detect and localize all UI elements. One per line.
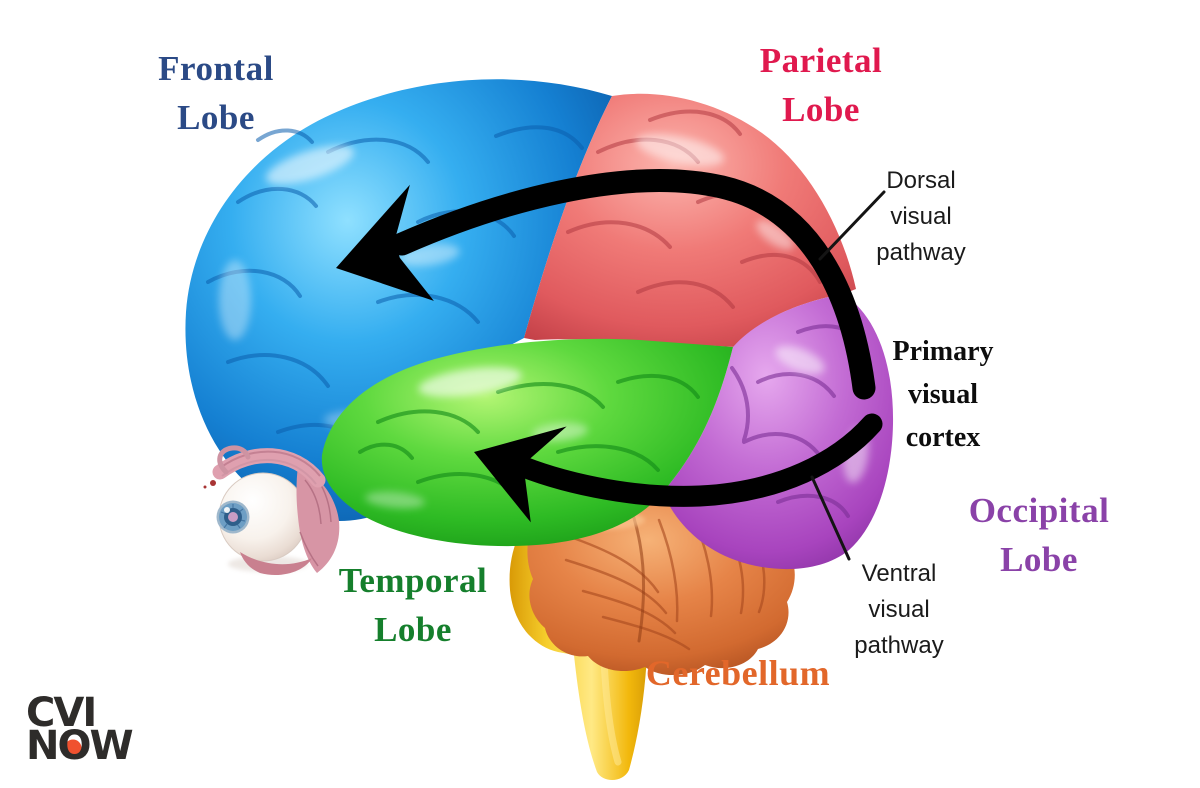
logo-letter-w: W	[89, 723, 134, 769]
occipital-lobe-label: Occipital Lobe	[929, 486, 1149, 584]
occipital-label-line1: Occipital	[968, 491, 1110, 530]
frontal-label-line2: Lobe	[177, 98, 255, 137]
dorsal-visual-pathway-label: Dorsal visual pathway	[836, 163, 1006, 271]
ventral-pathway-arrow	[474, 413, 883, 523]
ventral-leader-line	[810, 475, 851, 561]
parietal-label-line2: Lobe	[782, 90, 860, 129]
dorsal-label-line2: visual	[890, 203, 952, 230]
parietal-label-line1: Parietal	[759, 41, 883, 80]
logo-letter-o: O	[57, 723, 91, 769]
dorsal-arrowhead	[336, 184, 434, 301]
ventral-arrowhead	[474, 426, 567, 523]
ventral-label-line3: pathway	[854, 632, 944, 659]
logo-o-dot	[64, 739, 82, 757]
eye-illustration	[203, 445, 340, 576]
dorsal-label-line3: pathway	[876, 239, 966, 266]
pvc-label-line3: cortex	[905, 422, 981, 453]
temporal-lobe-label: Temporal Lobe	[303, 556, 523, 654]
dorsal-label-line1: Dorsal	[886, 167, 956, 194]
cerebellum-label: Cerebellum	[628, 650, 848, 696]
eye-iris	[216, 500, 250, 534]
pvc-label-line2: visual	[907, 379, 979, 410]
frontal-lobe-label: Frontal Lobe	[106, 44, 326, 142]
frontal-label-line1: Frontal	[158, 49, 274, 88]
pvc-label-line1: Primary	[892, 336, 994, 367]
ventral-label-line1: Ventral	[861, 560, 937, 587]
eye-muscles	[203, 445, 340, 576]
occipital-label-line2: Lobe	[1000, 540, 1078, 579]
logo-letter-n: N	[26, 723, 60, 769]
parietal-lobe-shape	[524, 93, 856, 347]
logo-line-cvi: CVI	[26, 690, 97, 736]
dorsal-pathway-arrow	[336, 169, 876, 400]
temporal-label-line1: Temporal	[338, 561, 488, 600]
cerebellum-label-text: Cerebellum	[645, 653, 831, 693]
temporal-label-line2: Lobe	[374, 610, 452, 649]
eye-pupil	[228, 512, 238, 522]
parietal-lobe-label: Parietal Lobe	[711, 36, 931, 134]
dorsal-leader-line	[818, 190, 886, 261]
ventral-visual-pathway-label: Ventral visual pathway	[814, 556, 984, 664]
ventral-label-line2: visual	[868, 596, 930, 623]
primary-visual-cortex-label: Primary visual cortex	[858, 330, 1028, 459]
